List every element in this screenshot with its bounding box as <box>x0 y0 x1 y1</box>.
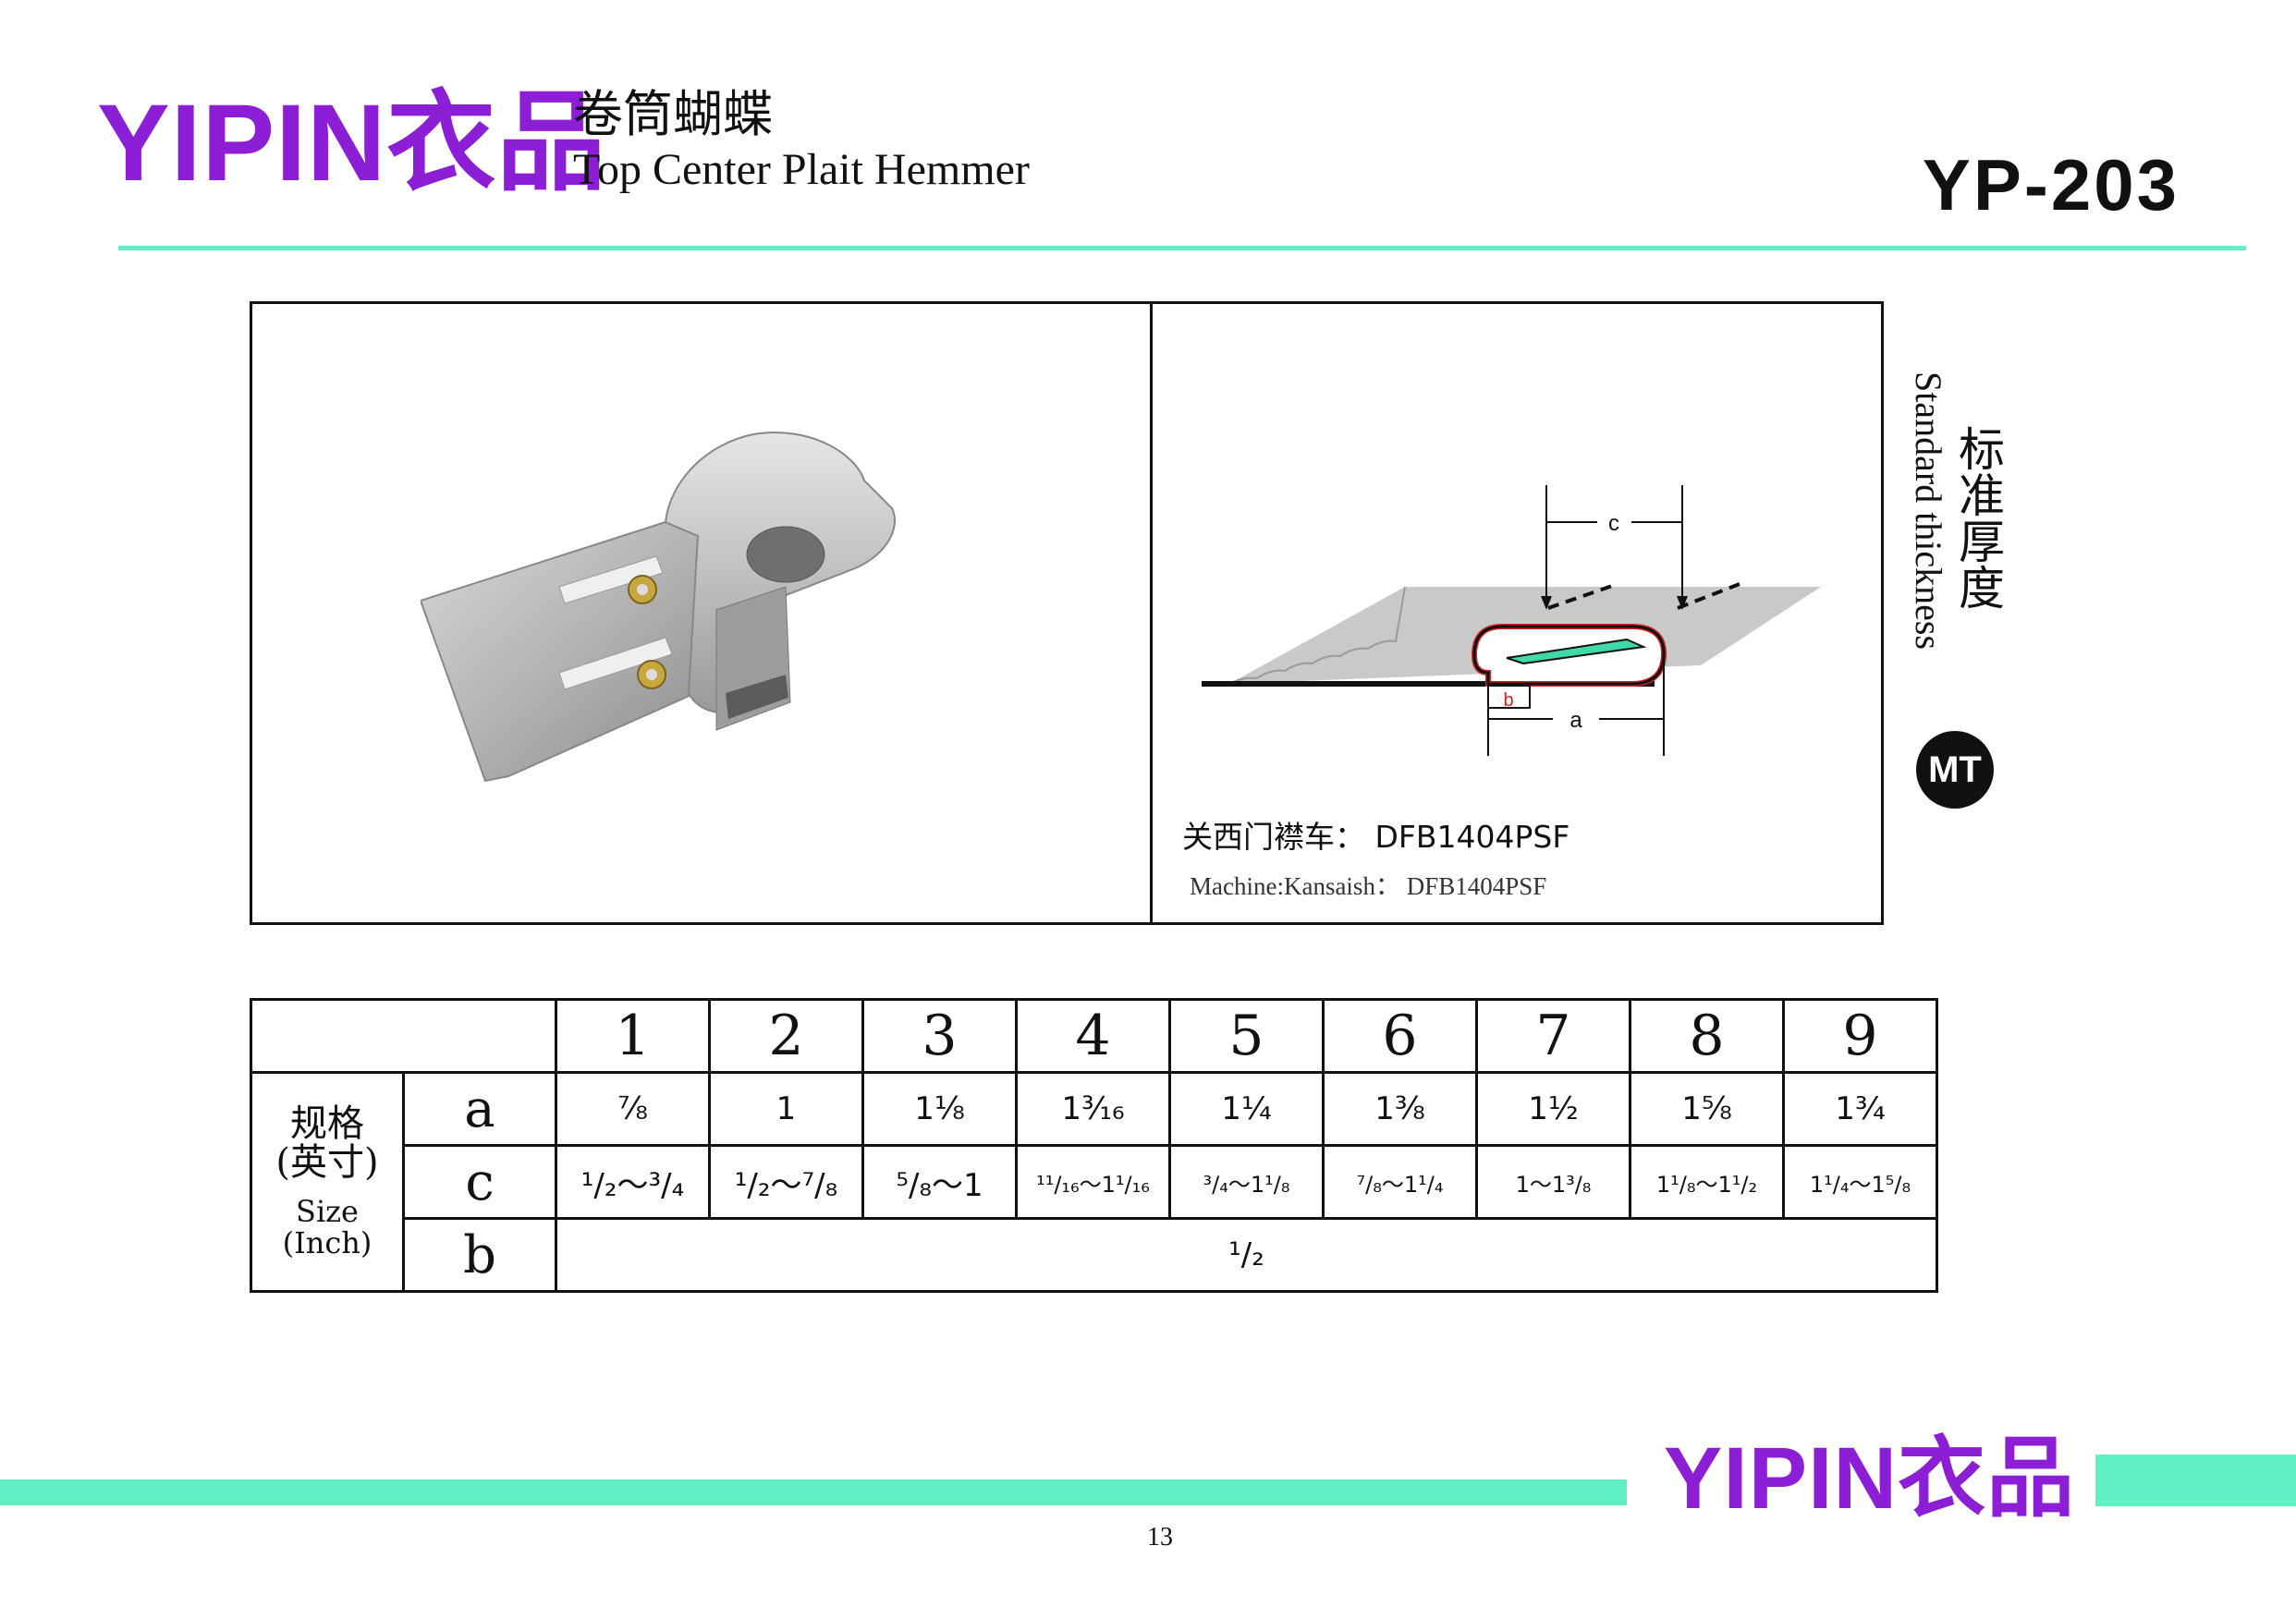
table-cell: 1～1³/₈ <box>1475 1144 1631 1220</box>
model-number: YP-203 <box>1922 144 2180 225</box>
column-header: 9 <box>1782 998 1938 1074</box>
table-cell: 1⅜ <box>1322 1071 1478 1147</box>
standard-thickness-cn: 标准厚度 <box>1951 425 2005 610</box>
standard-thickness-en: Standard thickness <box>1908 371 1949 651</box>
machine-model-cn: 关西门襟车： DFB1404PSF <box>1182 819 1570 855</box>
table-cell: ¹/₂～³/₄ <box>555 1144 711 1220</box>
brand-logo-top: YIPIN衣品 <box>97 82 607 204</box>
size-header-en-2: (Inch) <box>282 1225 372 1260</box>
column-header: 4 <box>1015 998 1171 1074</box>
table-cell: 1¹/₈～1¹/₂ <box>1629 1144 1785 1220</box>
column-header: 7 <box>1475 998 1631 1074</box>
product-title-cn: 卷筒蝴蝶 <box>573 85 773 143</box>
size-header-cn-1: 规格 <box>290 1102 364 1146</box>
table-cell: ⁵/₈～1 <box>861 1144 1018 1220</box>
product-title-en: Top Center Plait Hemmer <box>573 145 1030 194</box>
column-header: 6 <box>1322 998 1478 1074</box>
mt-badge: MT <box>1916 731 1994 809</box>
table-header-row: 1 2 3 4 5 6 7 8 9 <box>250 998 1938 1074</box>
plait-hemmer-photo <box>421 432 897 783</box>
table-cell-b-value: ¹/₂ <box>555 1217 1938 1293</box>
table-cell: 1 <box>708 1071 864 1147</box>
row-label-c: c <box>402 1144 557 1220</box>
inner-fabric <box>1506 638 1647 665</box>
table-row-a: 规格 (英寸) Size (Inch) a ⅞ 1 1⅛ 1³⁄₁₆ 1¼ 1⅜… <box>250 1071 1938 1293</box>
table-cell: 1¹/₄～1⁵/₈ <box>1782 1144 1938 1220</box>
table-cell: 1⅛ <box>861 1071 1018 1147</box>
size-table: 1 2 3 4 5 6 7 8 9 规格 (英寸) Size (Inch) a … <box>250 998 1938 1293</box>
dimension-label-c: c <box>1608 511 1619 536</box>
table-cell: ¹¹/₁₆～1¹/₁₆ <box>1015 1144 1171 1220</box>
figure-divider <box>1150 301 1153 925</box>
dimension-label-b: b <box>1503 690 1513 711</box>
header-divider <box>118 246 2246 250</box>
figure-panel <box>250 301 1884 925</box>
footer-bar-left <box>0 1479 1627 1505</box>
page-number: 13 <box>1147 1523 1173 1552</box>
table-cell: ⁷/₈～1¹/₄ <box>1322 1144 1478 1220</box>
table-cell: ³/₄～1¹/₈ <box>1168 1144 1325 1220</box>
brand-logo-bottom: YIPIN衣品 <box>1664 1430 2076 1528</box>
row-label-b: b <box>402 1217 557 1293</box>
column-header: 1 <box>555 998 711 1074</box>
column-header: 5 <box>1168 998 1325 1074</box>
footer-bar-right <box>2095 1455 2296 1506</box>
table-corner-cell <box>250 998 557 1074</box>
dimension-label-a: a <box>1569 708 1582 733</box>
column-header: 8 <box>1629 998 1785 1074</box>
table-cell: 1¼ <box>1168 1071 1325 1147</box>
hemmer-cross-section-diagram: c b a <box>1202 485 1821 756</box>
table-cell: 1⅝ <box>1629 1071 1785 1147</box>
table-cell: ¹/₂～⁷/₈ <box>708 1144 864 1220</box>
table-cell: ⅞ <box>555 1071 711 1147</box>
table-row-b: b ¹/₂ <box>251 1217 1938 1293</box>
machine-model-en: Machine:Kansaish： DFB1404PSF <box>1190 872 1547 900</box>
size-header-en-1: Size <box>296 1194 359 1230</box>
table-row-c: c ¹/₂～³/₄ ¹/₂～⁷/₈ ⁵/₈～1 ¹¹/₁₆～1¹/₁₆ ³/₄～… <box>251 1144 1938 1220</box>
column-header: 3 <box>861 998 1018 1074</box>
size-header-cell: 规格 (英寸) Size (Inch) <box>250 1071 405 1293</box>
table-cell: 1¾ <box>1782 1071 1938 1147</box>
row-label-a: a <box>402 1071 557 1147</box>
size-header-cn-2: (英寸) <box>275 1141 379 1185</box>
column-header: 2 <box>708 998 864 1074</box>
table-cell: 1½ <box>1475 1071 1631 1147</box>
table-cell: 1³⁄₁₆ <box>1015 1071 1171 1147</box>
